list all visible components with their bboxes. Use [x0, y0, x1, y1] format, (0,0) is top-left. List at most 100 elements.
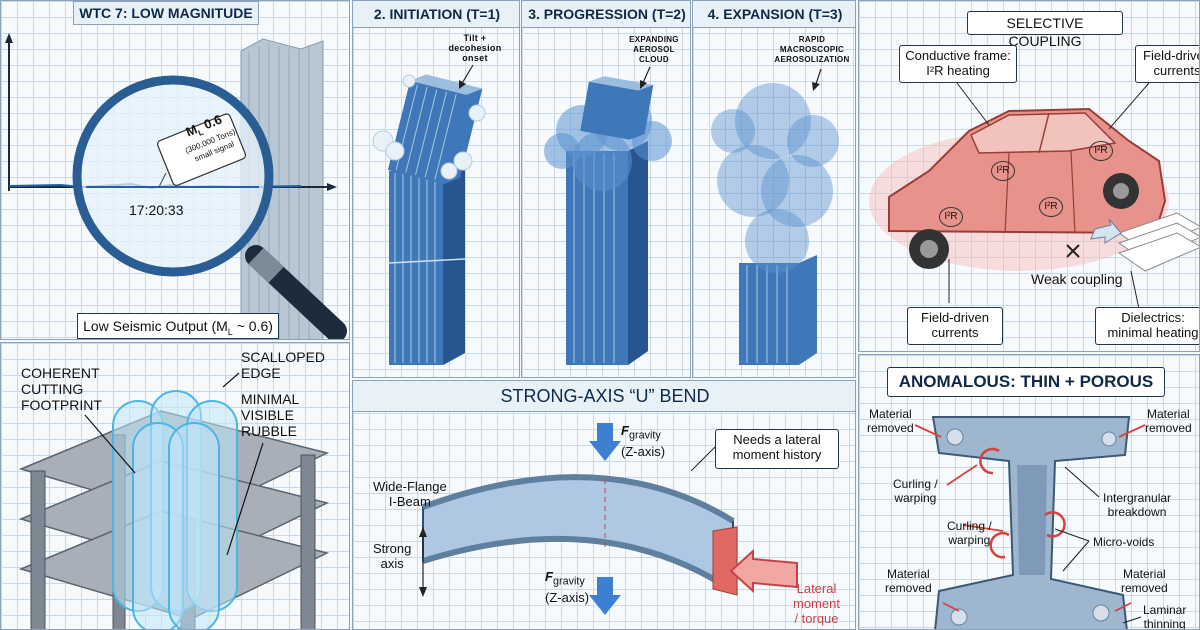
- material-removed-bl: Material removed: [885, 567, 932, 595]
- panel-expansion: 4. EXPANSION (T=3) RAPID MACROSCOPIC AER…: [692, 0, 856, 378]
- panel-selective-coupling: SELECTIVE COUPLING Conductive frame: I²R…: [858, 0, 1200, 352]
- diel-2: minimal heating: [1107, 325, 1199, 340]
- rubble-label: MINIMAL VISIBLE RUBBLE: [241, 391, 299, 439]
- coherent-3: FOOTPRINT: [21, 397, 102, 413]
- cw2-1: Curling /: [947, 519, 992, 533]
- cw1-2: warping: [894, 491, 937, 505]
- wtc7-title: WTC 7: LOW MAGNITUDE: [73, 1, 259, 25]
- mr-tl-2: removed: [867, 421, 914, 435]
- material-removed-br: Material removed: [1121, 567, 1168, 595]
- initiation-note-2: decohesion: [448, 43, 502, 53]
- curling-1: Curling / warping: [893, 477, 938, 505]
- gravity-top-f: F: [621, 423, 629, 438]
- panel-anomalous: ANOMALOUS: THIN + POROUS Material remove…: [858, 354, 1200, 630]
- progression-title: 3. PROGRESSION (T=2): [522, 1, 690, 28]
- initiation-note: Tilt + decohesion onset: [437, 33, 513, 63]
- expansion-note-1: RAPID: [798, 35, 826, 44]
- mag-sub: L: [196, 127, 205, 138]
- progression-note-3: CLOUD: [639, 55, 669, 64]
- material-removed-tr: Material removed: [1145, 407, 1192, 435]
- material-removed-tl: Material removed: [867, 407, 914, 435]
- lat-1: Lateral: [796, 581, 837, 596]
- beam-1: Wide-Flange: [373, 479, 447, 494]
- seismic-time: 17:20:33: [129, 202, 184, 218]
- seismic-caption: Low Seismic Output (ML ~ 0.6): [77, 313, 279, 339]
- dielectrics-label: Dielectrics: minimal heating: [1095, 307, 1199, 345]
- anomalous-title: ANOMALOUS: THIN + POROUS: [887, 367, 1165, 397]
- lat-3: / torque: [794, 611, 839, 626]
- gravity-top-sub: gravity: [628, 429, 661, 442]
- panel-initiation: 2. INITIATION (T=1) Tilt + decohesion on…: [352, 0, 520, 378]
- expansion-title: 4. EXPANSION (T=3): [693, 1, 855, 28]
- gravity-top-label: Fgravity (Z-axis): [621, 423, 665, 459]
- gravity-bottom-f: F: [545, 569, 553, 584]
- coherent-label: COHERENT CUTTING FOOTPRINT: [21, 365, 102, 413]
- field-top-2: currents: [1153, 63, 1200, 78]
- needs-2: moment history: [732, 447, 822, 462]
- coherent-1: COHERENT: [21, 365, 100, 381]
- cw2-2: warping: [948, 533, 991, 547]
- i2r-marker-1: I²R: [991, 161, 1015, 181]
- initiation-note-3: onset: [462, 53, 488, 63]
- beam-2: I-Beam: [388, 494, 431, 509]
- ibeam-illustration: [914, 416, 1146, 629]
- panel-wtc7: WTC 7: LOW MAGNITUDE ML 0.6 (300,000 Ton…: [0, 0, 350, 340]
- ig-2: breakdown: [1107, 505, 1167, 519]
- initiation-title: 2. INITIATION (T=1): [353, 1, 519, 28]
- scalloped-2: EDGE: [241, 365, 281, 381]
- laminar-label: Laminar thinning: [1143, 603, 1187, 630]
- caption-sub: L: [227, 326, 233, 337]
- i2r-marker-3: I²R: [939, 207, 963, 227]
- field-bot-1: Field-driven: [921, 310, 989, 325]
- strong-2: axis: [380, 556, 404, 571]
- mr-br-2: removed: [1121, 581, 1168, 595]
- rubble-3: RUBBLE: [241, 423, 298, 439]
- micro-voids-label: Micro-voids: [1093, 535, 1155, 549]
- mr-br-1: Material: [1123, 567, 1166, 581]
- field-bot-2: currents: [931, 325, 979, 340]
- lam-1: Laminar: [1143, 603, 1187, 617]
- field-currents-bottom-label: Field-driven currents: [907, 307, 1003, 345]
- frame-line-2: I²R heating: [926, 63, 990, 78]
- conductive-frame-label: Conductive frame: I²R heating: [899, 45, 1017, 83]
- beam-label: Wide-Flange I-Beam: [373, 479, 447, 509]
- mr-bl-1: Material: [887, 567, 930, 581]
- mr-tr-1: Material: [1147, 407, 1190, 421]
- ig-1: Intergranular: [1103, 491, 1172, 505]
- strong-axis-label: Strong axis: [373, 541, 411, 571]
- footprint-illustration: [18, 372, 330, 629]
- intergranular-label: Intergranular breakdown: [1103, 491, 1171, 519]
- expansion-illustration: [711, 68, 839, 365]
- u-bend-illustration: [419, 423, 798, 615]
- expansion-note: RAPID MACROSCOPIC AEROSOLIZATION: [769, 35, 855, 65]
- lam-2: thinning: [1143, 617, 1186, 630]
- scalloped-label: SCALLOPED EDGE: [241, 349, 325, 381]
- wtc7-title-text: WTC 7: LOW MAGNITUDE: [79, 5, 253, 21]
- curling-2: Curling / warping: [947, 519, 992, 547]
- gravity-bottom-z: (Z-axis): [545, 589, 590, 605]
- progression-note-2: AEROSOL: [633, 45, 675, 54]
- mr-tr-2: removed: [1145, 421, 1192, 435]
- caption-end: ~ 0.6): [232, 318, 273, 334]
- mr-bl-2: removed: [885, 581, 932, 595]
- lat-2: moment: [793, 596, 840, 611]
- frame-line-1: Conductive frame:: [905, 48, 1011, 63]
- rubble-1: MINIMAL: [241, 391, 300, 407]
- gravity-top-z: (Z-axis): [621, 443, 666, 459]
- progression-note: EXPANDING AEROSOL CLOUD: [618, 35, 690, 65]
- u-bend-title: STRONG-AXIS “U” BEND: [353, 381, 855, 412]
- panel-footprint: COHERENT CUTTING FOOTPRINT SCALLOPED EDG…: [0, 342, 350, 630]
- field-currents-top-label: Field-driven currents: [1135, 45, 1200, 83]
- weak-coupling-label: Weak coupling: [1031, 271, 1123, 287]
- needs-lateral-label: Needs a lateral moment history: [715, 429, 839, 469]
- mr-tl-1: Material: [869, 407, 912, 421]
- scalloped-1: SCALLOPED: [241, 349, 326, 365]
- i2r-marker-2: I²R: [1089, 141, 1113, 161]
- field-top-1: Field-driven: [1143, 48, 1199, 63]
- diel-1: Dielectrics:: [1121, 310, 1185, 325]
- seismic-illustration: [5, 33, 347, 339]
- coupling-title: SELECTIVE COUPLING: [967, 11, 1123, 49]
- i2r-marker-4: I²R: [1039, 197, 1063, 217]
- rubble-2: VISIBLE: [241, 407, 294, 423]
- expansion-note-2: MACROSCOPIC: [779, 45, 845, 54]
